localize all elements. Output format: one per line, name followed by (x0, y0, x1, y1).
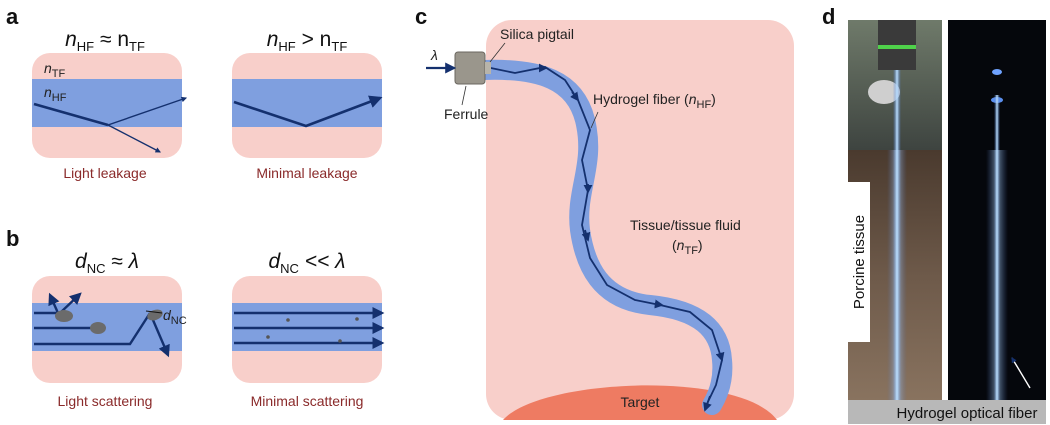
ray-arrowhead (570, 91, 580, 102)
panel-c-letter: c (415, 4, 427, 29)
particle-size-bar (145, 310, 163, 314)
photo-porcine-tissue: Porcine tissue (848, 20, 942, 410)
ferrule (454, 51, 486, 85)
panel-d-letter: d (822, 4, 835, 29)
nanocomponent-particle (55, 310, 73, 322)
scattered-ray-4 (34, 312, 152, 346)
nanocomponent-dot (355, 317, 359, 321)
n-tf-label: nTF (44, 60, 66, 80)
panel-b-right-equation: dNC << λ (268, 250, 345, 276)
panel-a-left-equation: nHF ≈ nTF (65, 28, 145, 54)
porcine-tissue-label: Porcine tissue (851, 215, 868, 309)
panel-a-left: nHF ≈ nTF nTF nHF Light leakage (32, 28, 188, 181)
totally-reflected-ray (233, 95, 383, 128)
scattered-ray-2 (59, 292, 82, 314)
nanocomponent-dot (338, 339, 342, 343)
fiber-glow (986, 150, 1008, 400)
nanocomponent-dot (286, 318, 290, 322)
ray-arrowhead (703, 395, 712, 412)
fiber-pointer-arrow (1011, 357, 1031, 389)
leader-line (489, 42, 506, 63)
caption-light-leakage: Light leakage (63, 165, 147, 181)
mount-knob (868, 80, 900, 104)
hydrogel-fiber-label: Hydrogel fiber (nHF) (593, 91, 716, 111)
tissue-n-label: (nTF) (672, 237, 703, 257)
d-nc-label: dNC (163, 307, 187, 327)
panel-a-right: nHF > nTF Minimal leakage (232, 28, 383, 181)
fiber-glow (887, 150, 907, 400)
ferrule-label: Ferrule (444, 106, 489, 122)
ray-arrowhead (715, 351, 725, 362)
hydrogel-optical-fiber-label: Hydrogel optical fiber (897, 405, 1038, 422)
hydrogel-core (232, 79, 382, 127)
panel-b-right: dNC << λ Minimal scattering (232, 250, 385, 409)
panel-a-right-equation: nHF > nTF (267, 28, 348, 54)
tissue-fluid-label: Tissue/tissue fluid (630, 217, 741, 233)
objective-green-ring (878, 45, 916, 49)
ray-arrowhead (654, 299, 664, 309)
light-spot (992, 69, 1002, 75)
porcine-label-bg (848, 182, 870, 342)
hydrogel-core (32, 79, 182, 127)
nanocomponent-dot (266, 335, 270, 339)
incident-ray (33, 102, 109, 127)
silica-pigtail-label: Silica pigtail (500, 26, 574, 42)
panel-b-letter: b (6, 226, 19, 251)
caption-minimal-leakage: Minimal leakage (256, 165, 357, 181)
lambda-label: λ (430, 47, 438, 63)
panel-a-letter: a (6, 4, 19, 29)
panel-b-left-equation: dNC ≈ λ (75, 250, 139, 276)
nanocomponent-particle (90, 322, 106, 334)
tissue-region (486, 20, 794, 420)
panel-d: Porcine tissue Hydrogel optical fiber (848, 20, 1046, 424)
leader-line (461, 85, 467, 106)
bottom-label-strip (848, 400, 1046, 424)
panel-b-left: dNC ≈ λ dNC Light scattering (32, 250, 187, 409)
leaked-ray (107, 124, 161, 153)
target-label: Target (621, 394, 660, 410)
silica-pigtail (485, 62, 491, 74)
n-hf-label: nHF (44, 84, 67, 104)
panel-c: λ Silica pigtail Ferrule Hydrogel fiber … (426, 20, 794, 420)
ray-arrowhead (581, 229, 591, 242)
caption-light-scattering: Light scattering (58, 393, 153, 409)
reflected-ray (107, 96, 188, 126)
leader-line (590, 111, 599, 129)
caption-minimal-scattering: Minimal scattering (251, 393, 364, 409)
photo-hydrogel-fiber-dark (948, 20, 1046, 405)
